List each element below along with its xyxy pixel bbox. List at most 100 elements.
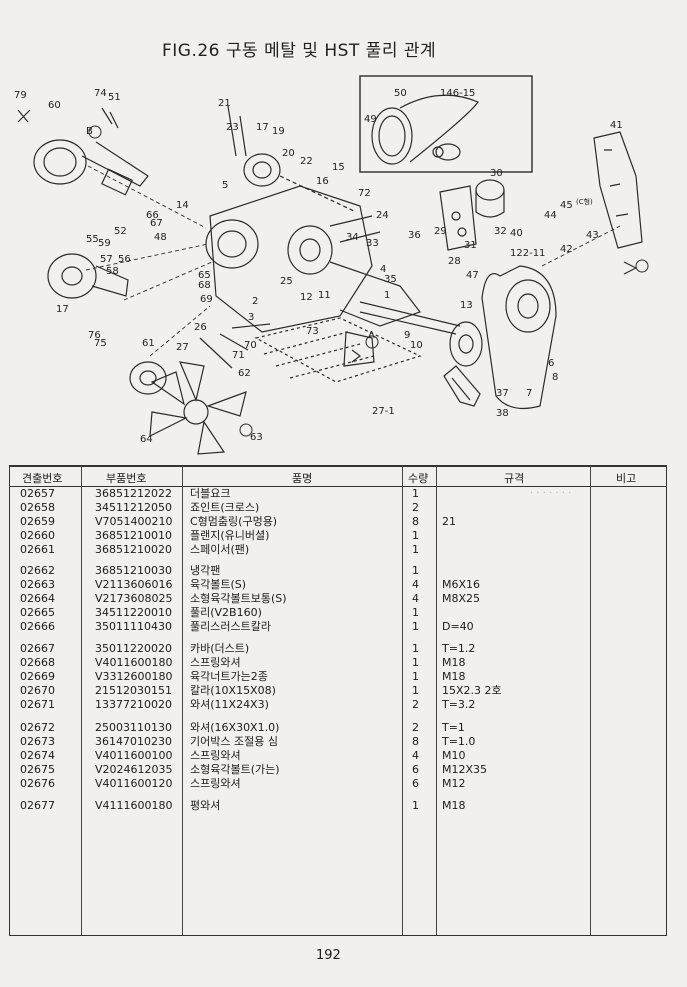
diagram-callout-label: 34 [346,232,359,243]
part-name-cell: 카바(더스트) [190,642,250,655]
spec-cell: M18 [442,656,466,669]
diagram-callout-label: 25 [280,276,293,287]
diagram-callout-label: 19 [272,126,285,137]
page-number: 192 [316,948,341,963]
index-no-cell: 02677 [20,799,55,812]
column-divider [590,467,591,935]
diagram-callout-label: 70 [244,340,257,351]
diagram-callout-label: 24 [376,210,389,221]
diagram-callout-label: 56 [118,254,131,265]
part-name-cell: 플랜지(유니버셜) [190,529,270,542]
index-no-cell: 02672 [20,721,55,734]
spec-cell: M8X25 [442,592,481,605]
diagram-callout-label: 41 [610,120,623,131]
part-name-cell: 스프링와셔 [190,777,241,790]
diagram-callout-label: 33 [366,238,379,249]
part-name-cell: 스페이서(팬) [190,543,250,556]
diagram-callout-label: 48 [154,232,167,243]
quantity-cell: 1 [412,564,419,577]
spec-cell: T=1 [442,721,465,734]
quantity-cell: 8 [412,735,419,748]
index-no-cell: 02665 [20,606,55,619]
quantity-cell: 1 [412,656,419,669]
part-no-cell: V4011600100 [95,749,173,762]
diagram-callout-label: 66 [146,210,159,221]
diagram-callout-label: 64 [140,434,153,445]
spec-cell: M12X35 [442,763,488,776]
diagram-callout-label: 69 [200,294,213,305]
diagram-callout-label: A [368,330,375,341]
diagram-callout-label: 72 [358,188,371,199]
inset-box [359,75,533,173]
diagram-callout-label: 59 [98,238,111,249]
diagram-callout-label: 22 [300,156,313,167]
diagram-callout-label: 17 [256,122,269,133]
part-name-cell: 죠인트(크로스) [190,501,260,514]
spec-cell: M6X16 [442,578,481,591]
diagram-callout-label: 11 [318,290,331,301]
diagram-callout-label: 75 [94,338,107,349]
index-no-cell: 02658 [20,501,55,514]
spec-cell: D=40 [442,620,474,633]
header-index-no: 견출번호 [22,472,63,485]
index-no-cell: 02666 [20,620,55,633]
column-divider [81,467,82,935]
diagram-callout-label: 61 [142,338,155,349]
diagram-callout-label: B [86,126,93,137]
part-name-cell: 기어박스 조절용 심 [190,735,278,748]
quantity-cell: 4 [412,578,419,591]
quantity-cell: 2 [412,501,419,514]
diagram-callout-label: 10 [410,340,423,351]
diagram-callout-label: 49 [364,114,377,125]
spec-cell: T=3.2 [442,698,476,711]
quantity-cell: 1 [412,799,419,812]
diagram-callout-label: 73 [306,326,319,337]
index-no-cell: 02668 [20,656,55,669]
part-name-cell: 육각너트가는2종 [190,670,268,683]
diagram-callout-label: 51 [108,92,121,103]
diagram-callout-label: 2 [252,296,258,307]
part-no-cell: 25003110130 [95,721,172,734]
part-name-cell: 와셔(11X24X3) [190,698,269,711]
index-no-cell: 02670 [20,684,55,697]
spec-cell: T=1.0 [442,735,476,748]
spec-cell: M12 [442,777,466,790]
diagram-callout-label: 17 [56,304,69,315]
part-name-cell: 소형육각볼트보통(S) [190,592,287,605]
part-no-cell: 35011220020 [95,642,172,655]
diagram-callout-label: 27 [176,342,189,353]
diagram-callout-label: 37 [496,388,509,399]
index-no-cell: 02671 [20,698,55,711]
diagram-callout-label: 20 [282,148,295,159]
quantity-cell: 1 [412,529,419,542]
part-name-cell: 와셔(16X30X1.0) [190,721,280,734]
diagram-callout-label: 68 [198,280,211,291]
diagram-callout-label: 62 [238,368,251,379]
header-quantity: 수량 [408,472,429,485]
quantity-cell: 4 [412,749,419,762]
diagram-callout-label: 79 [14,90,27,101]
index-no-cell: 02661 [20,543,55,556]
part-no-cell: V2024612035 [95,763,173,776]
part-no-cell: V3312600180 [95,670,173,683]
diagram-callout-label: 9 [404,330,410,341]
bleed-through-text: · · · · · · · [530,488,572,499]
diagram-callout-label: 36 [408,230,421,241]
diagram-callout-label: 29 [434,226,447,237]
diagram-callout-label: 74 [94,88,107,99]
part-no-cell: V4011600180 [95,656,173,669]
diagram-callout-label: 60 [48,100,61,111]
part-name-cell: 더블요크 [190,487,231,500]
